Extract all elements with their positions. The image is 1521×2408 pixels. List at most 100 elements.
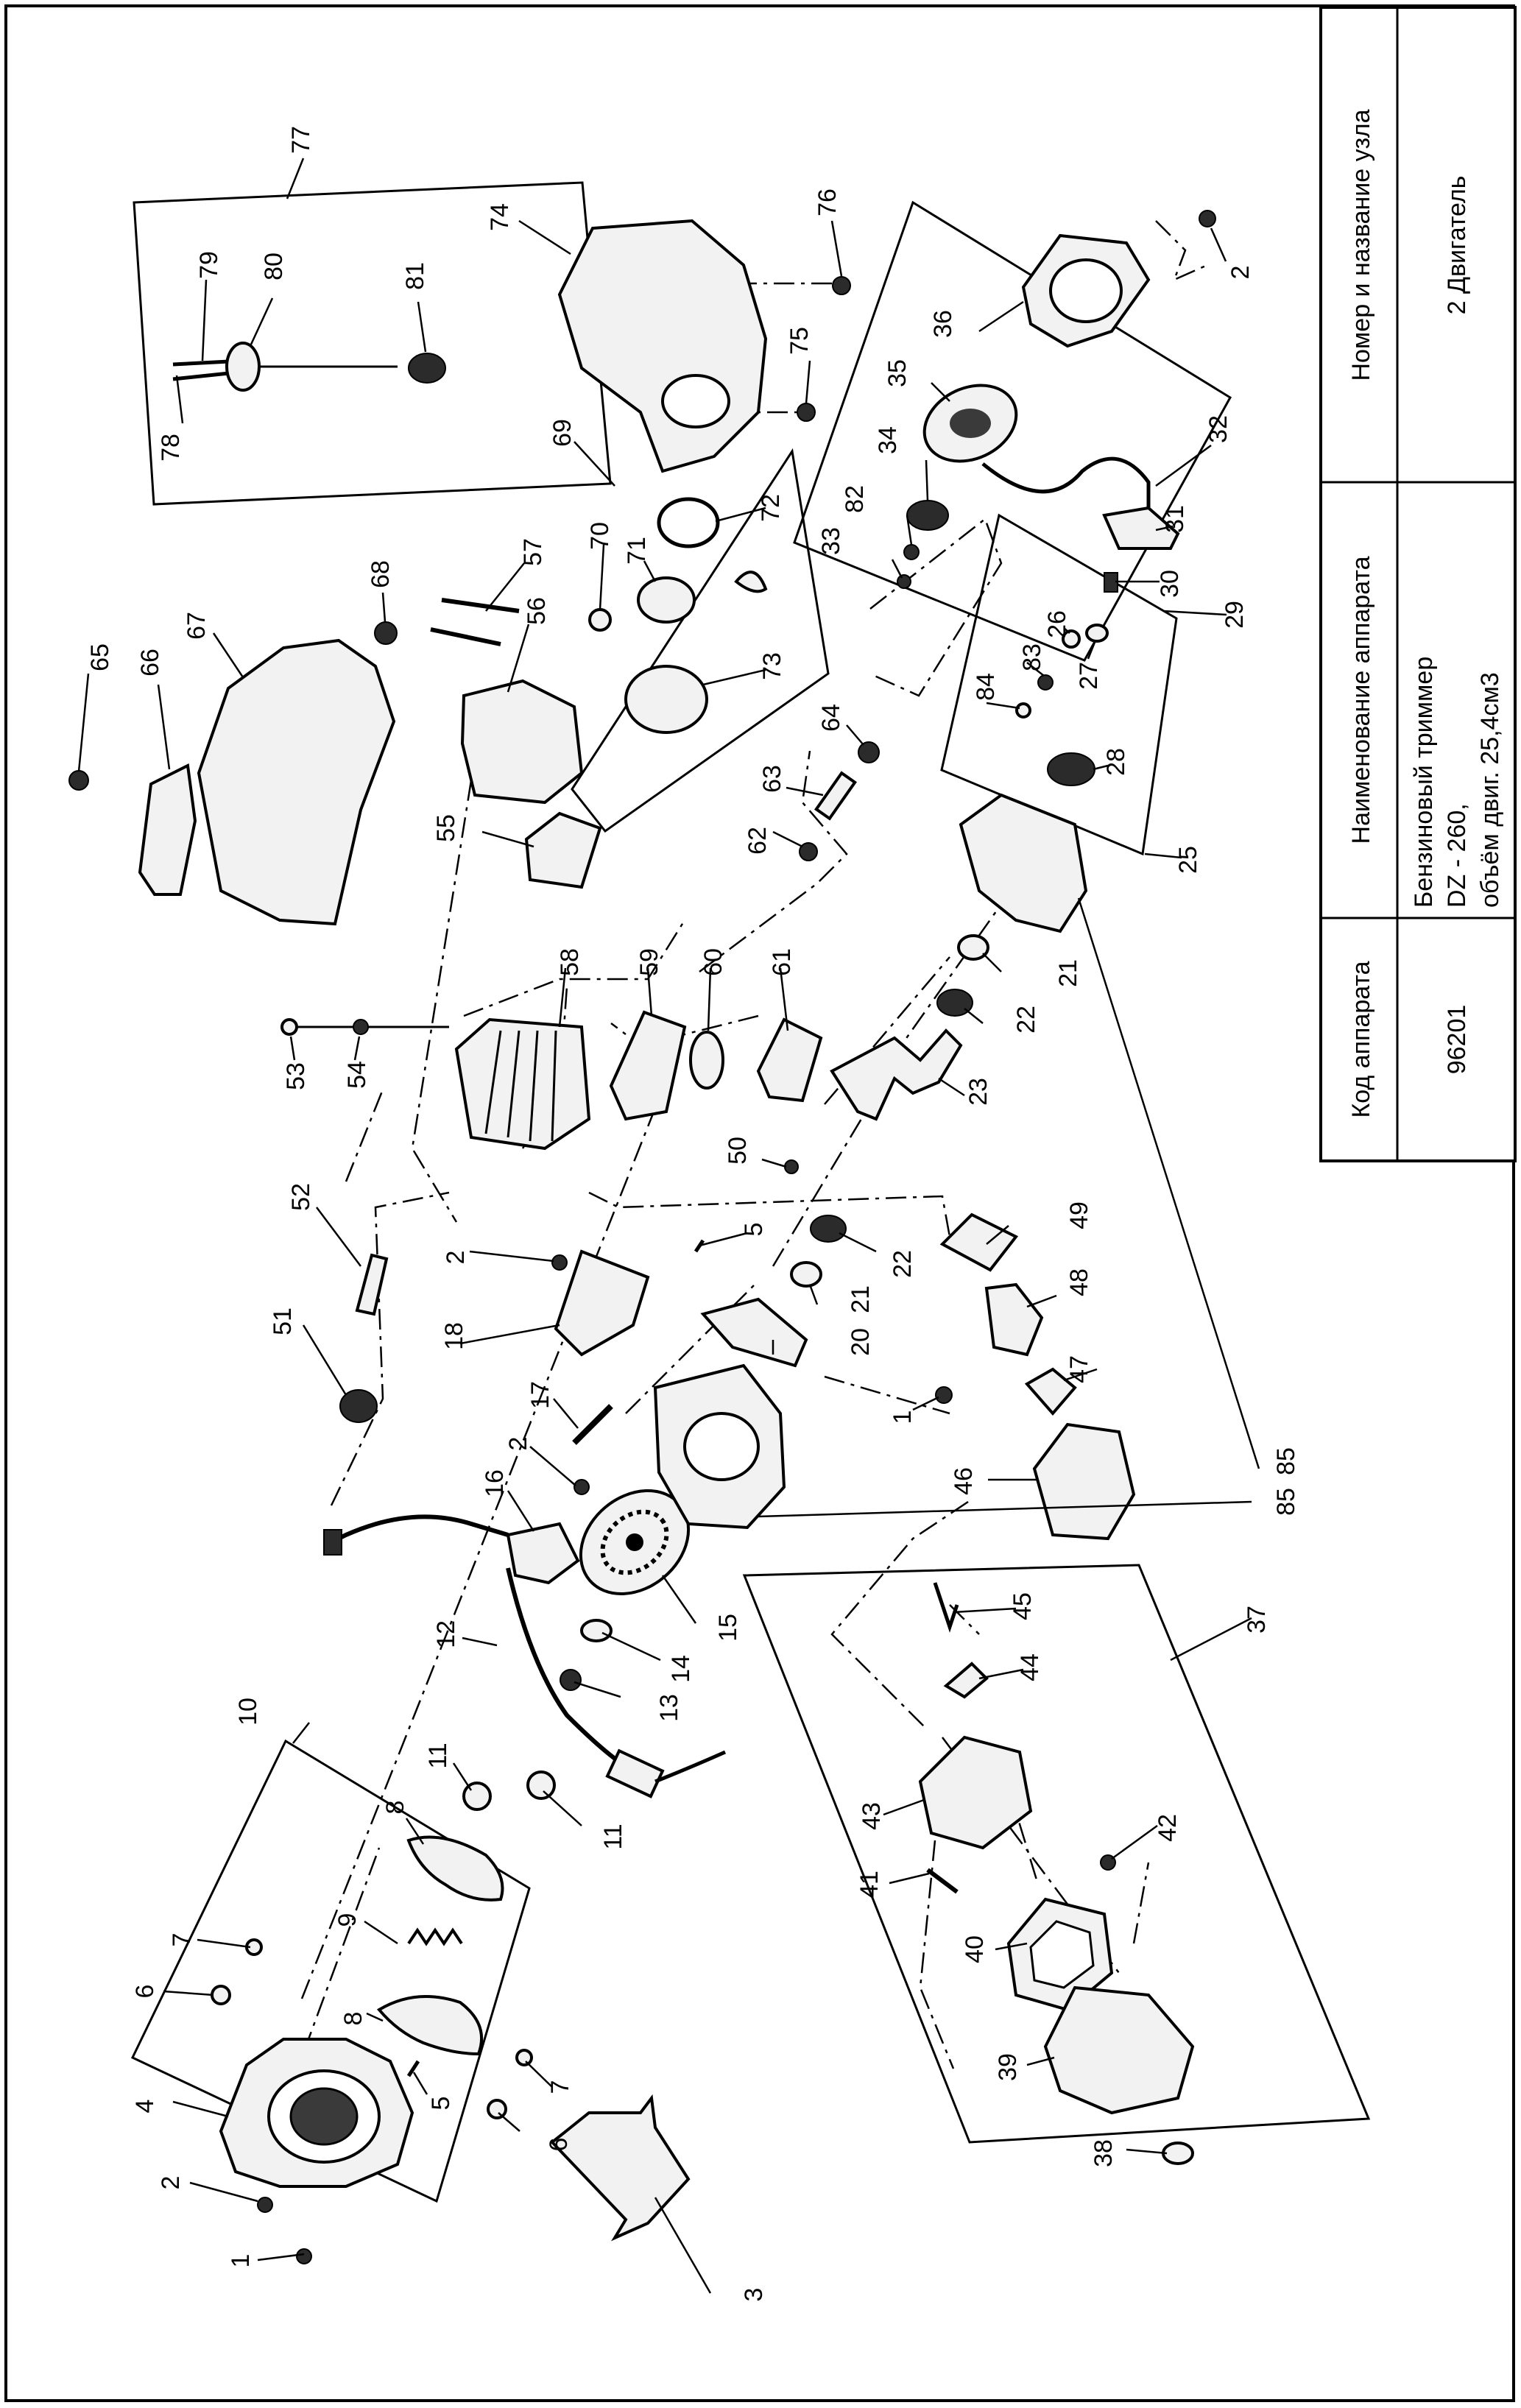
callout-7: 7 <box>168 1933 196 1947</box>
piston <box>756 1017 823 1103</box>
callout-59: 59 <box>635 948 663 976</box>
callout-2: 2 <box>504 1437 532 1451</box>
callout-25: 25 <box>1174 846 1202 874</box>
callout-44: 44 <box>1016 1653 1044 1681</box>
spark-plug-cap-end <box>323 1529 342 1556</box>
ratchet-28 <box>1047 752 1095 786</box>
piston-rings <box>689 1031 724 1090</box>
screw-65 <box>68 770 89 791</box>
crankcase-half <box>959 793 1088 933</box>
part-71 <box>637 576 696 624</box>
callout-33: 33 <box>817 527 845 555</box>
cylinder-gasket <box>609 1010 687 1121</box>
callout-56: 56 <box>523 597 551 625</box>
callout-84: 84 <box>972 673 1000 701</box>
callout-39: 39 <box>994 2053 1022 2081</box>
callout-22: 22 <box>889 1250 917 1278</box>
screw-76 <box>832 276 851 295</box>
callout-81: 81 <box>401 262 429 290</box>
callout-11: 11 <box>424 1743 452 1768</box>
screw-1-a <box>296 2248 312 2264</box>
circlip-62 <box>799 842 818 861</box>
callout-46: 46 <box>950 1467 978 1495</box>
screw-2-d <box>1199 210 1216 227</box>
callout-13: 13 <box>655 1694 683 1722</box>
cylinder <box>454 1017 591 1151</box>
header-name: Наименование аппарата <box>1347 556 1375 844</box>
clutch-spring <box>407 1927 463 1946</box>
group-29-outline <box>793 200 1232 662</box>
bolt-53 <box>280 1018 298 1036</box>
engine-cover <box>197 638 396 926</box>
callout-20: 20 <box>847 1328 875 1356</box>
callout-82: 82 <box>841 485 869 513</box>
fuel-tank <box>557 219 768 473</box>
link-44 <box>943 1662 989 1699</box>
apparatus-code: 96201 <box>1443 1005 1471 1075</box>
leader-lines <box>77 158 1260 2294</box>
fuel-cap-73 <box>624 665 708 734</box>
bearing-21-right <box>957 934 989 961</box>
callout-31: 31 <box>1161 505 1189 533</box>
callout-1: 1 <box>889 1410 917 1424</box>
group-25-inner-dash <box>869 517 1003 697</box>
callout-62: 62 <box>744 827 772 855</box>
air-filter-cover <box>1043 1985 1195 2115</box>
callout-6: 6 <box>131 1985 159 1999</box>
crankcase-cover <box>700 1297 808 1368</box>
callout-54: 54 <box>343 1061 371 1089</box>
callout-76: 76 <box>814 188 841 216</box>
callout-34: 34 <box>874 426 902 454</box>
bolt-6-a <box>211 1985 231 2005</box>
callout-38: 38 <box>1090 2139 1118 2167</box>
callout-66: 66 <box>136 649 164 677</box>
rod-45 <box>933 1582 959 1633</box>
callout-7: 7 <box>546 2080 574 2094</box>
header-unit: Номер и название узла <box>1347 109 1375 381</box>
callout-61: 61 <box>768 948 796 976</box>
callout-48: 48 <box>1065 1268 1093 1296</box>
bearing-21-left <box>790 1261 822 1288</box>
callout-28: 28 <box>1102 748 1130 776</box>
callout-2: 2 <box>157 2176 185 2190</box>
ignition-lead-upper <box>330 1514 509 1544</box>
group-77-outline <box>133 181 612 506</box>
cover-plate <box>138 763 197 896</box>
callout-14: 14 <box>667 1655 695 1683</box>
callout-27: 27 <box>1075 662 1103 690</box>
callout-57: 57 <box>519 538 547 566</box>
screw-1-b <box>935 1386 953 1404</box>
callout-26: 26 <box>1043 610 1071 638</box>
callout-30: 30 <box>1156 570 1184 598</box>
piston-pin <box>814 771 858 821</box>
part-82 <box>903 544 920 560</box>
callout-21: 21 <box>1054 959 1082 987</box>
part-26 <box>1062 629 1081 649</box>
callout-21: 21 <box>847 1285 875 1313</box>
center-lines <box>264 220 1208 2158</box>
nut-13 <box>560 1669 582 1691</box>
callout-51: 51 <box>269 1307 297 1335</box>
callout-5: 5 <box>740 1223 768 1237</box>
seal-22-right <box>936 989 973 1017</box>
pin-5-a <box>406 2060 420 2077</box>
spark-plug-boot <box>339 1389 378 1423</box>
callout-45: 45 <box>1009 1592 1037 1620</box>
callout-5: 5 <box>427 2097 455 2111</box>
callout-2: 2 <box>442 1251 470 1265</box>
part-83 <box>1037 674 1054 691</box>
apparatus-name-line1: Бензиновый триммер <box>1410 657 1438 908</box>
callout-9: 9 <box>334 1913 361 1927</box>
washer-14 <box>580 1619 613 1642</box>
ignition-coil <box>506 1522 580 1585</box>
callout-60: 60 <box>699 948 727 976</box>
callout-67: 67 <box>183 612 211 640</box>
callout-78: 78 <box>157 434 185 462</box>
clutch-shoe-upper <box>406 1835 504 1902</box>
starter-handle <box>1102 506 1180 550</box>
screw-68 <box>374 621 398 645</box>
screw-75 <box>797 403 816 422</box>
washer-11-lower <box>526 1770 556 1800</box>
starter-rope <box>981 456 1151 515</box>
